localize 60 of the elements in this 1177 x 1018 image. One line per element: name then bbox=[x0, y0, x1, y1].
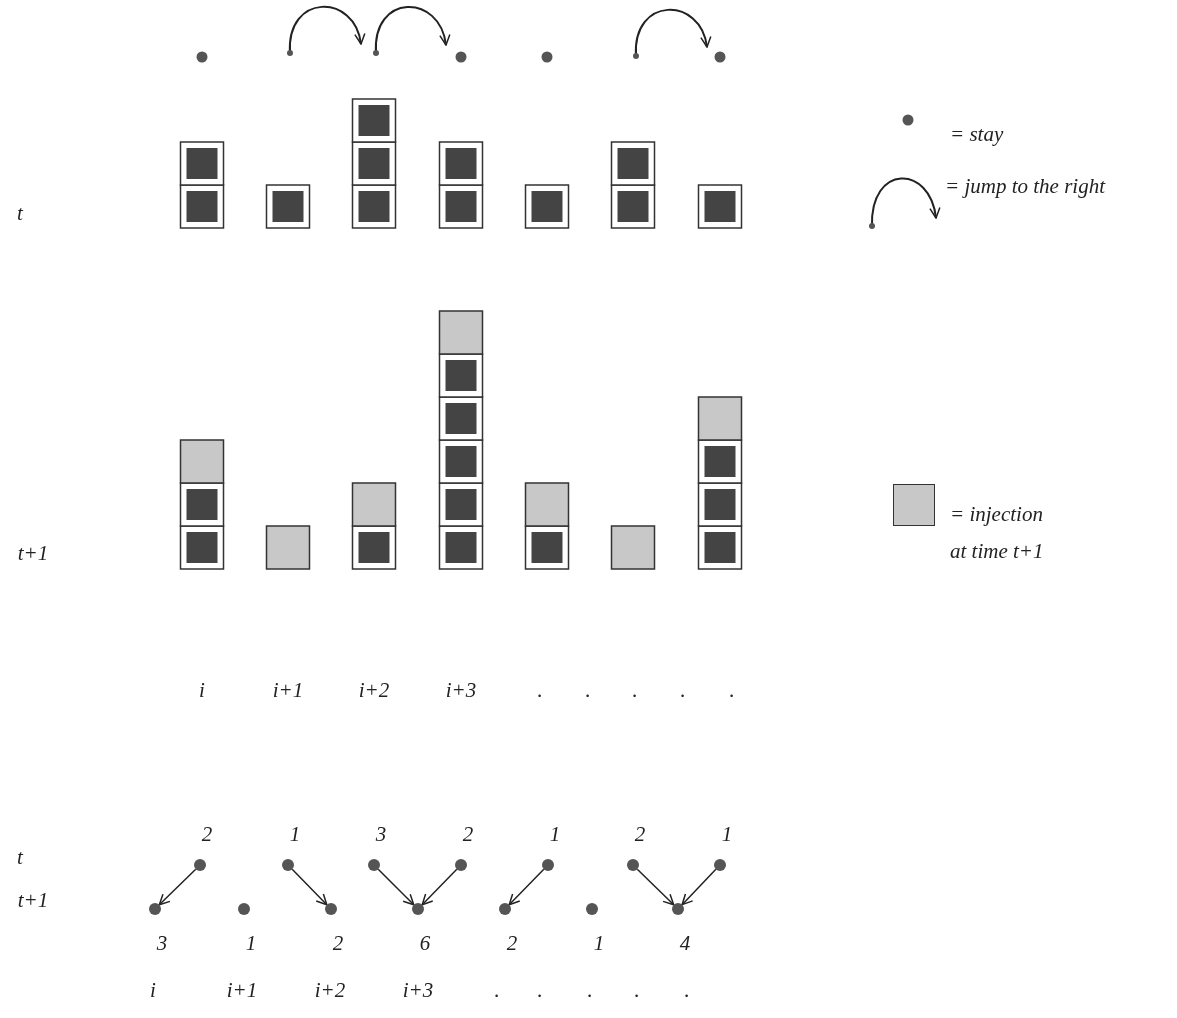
count-label: 1 bbox=[549, 823, 561, 845]
particle-dot bbox=[455, 859, 467, 871]
particle-dot bbox=[542, 859, 554, 871]
ellipsis-dot: . bbox=[537, 979, 543, 1001]
ellipsis-dot: . bbox=[632, 679, 638, 701]
time-label: t+1 bbox=[17, 889, 49, 911]
legend-text: = jump to the right bbox=[945, 173, 1107, 200]
site-label: i+1 bbox=[272, 679, 304, 701]
time-label: t+1 bbox=[17, 542, 49, 564]
count-label: 1 bbox=[593, 932, 605, 954]
count-label: 2 bbox=[201, 823, 213, 845]
particle-dot bbox=[586, 903, 598, 915]
arrow bbox=[421, 868, 458, 906]
count-label: 1 bbox=[289, 823, 301, 845]
ellipsis-dot: . bbox=[680, 679, 686, 701]
count-label: 6 bbox=[419, 932, 431, 954]
count-label: 2 bbox=[332, 932, 344, 954]
count-label: 2 bbox=[506, 932, 518, 954]
arrow bbox=[291, 868, 328, 906]
ellipsis-dot: . bbox=[587, 979, 593, 1001]
site-label: i+2 bbox=[358, 679, 390, 701]
arrow bbox=[508, 868, 545, 906]
count-label: 4 bbox=[679, 932, 691, 954]
site-label: i+3 bbox=[445, 679, 477, 701]
ellipsis-dot: . bbox=[634, 979, 640, 1001]
legend-text: = stay bbox=[950, 121, 1005, 148]
particle-dot bbox=[282, 859, 294, 871]
ellipsis-dot: . bbox=[537, 679, 543, 701]
particle-dot bbox=[238, 903, 250, 915]
count-label: 2 bbox=[462, 823, 474, 845]
site-label: i+2 bbox=[314, 979, 346, 1001]
site-label: i+3 bbox=[402, 979, 434, 1001]
time-label: t bbox=[17, 202, 23, 224]
count-label: 3 bbox=[375, 823, 387, 845]
arrow bbox=[158, 868, 197, 906]
particle-dot bbox=[672, 903, 684, 915]
count-label: 1 bbox=[721, 823, 733, 845]
arrow bbox=[681, 868, 717, 906]
site-label: i bbox=[150, 979, 156, 1001]
site-label: i bbox=[199, 679, 205, 701]
ellipsis-dot: . bbox=[585, 679, 591, 701]
arrow bbox=[377, 868, 415, 906]
count-label: 2 bbox=[634, 823, 646, 845]
particle-dot bbox=[499, 903, 511, 915]
ellipsis-dot: . bbox=[729, 679, 735, 701]
particle-dot bbox=[194, 859, 206, 871]
time-label: t bbox=[17, 846, 23, 868]
particle-dot bbox=[412, 903, 424, 915]
particle-dot bbox=[325, 903, 337, 915]
arrow bbox=[636, 868, 675, 906]
count-label: 1 bbox=[245, 932, 257, 954]
particle-dot bbox=[149, 903, 161, 915]
site-label: i+1 bbox=[226, 979, 258, 1001]
particle-dot bbox=[714, 859, 726, 871]
legend-text: = injection at time t+1 bbox=[950, 501, 1045, 565]
ellipsis-dot: . bbox=[494, 979, 500, 1001]
ellipsis-dot: . bbox=[684, 979, 690, 1001]
particle-dot bbox=[627, 859, 639, 871]
count-label: 3 bbox=[156, 932, 168, 954]
particle-dot bbox=[368, 859, 380, 871]
